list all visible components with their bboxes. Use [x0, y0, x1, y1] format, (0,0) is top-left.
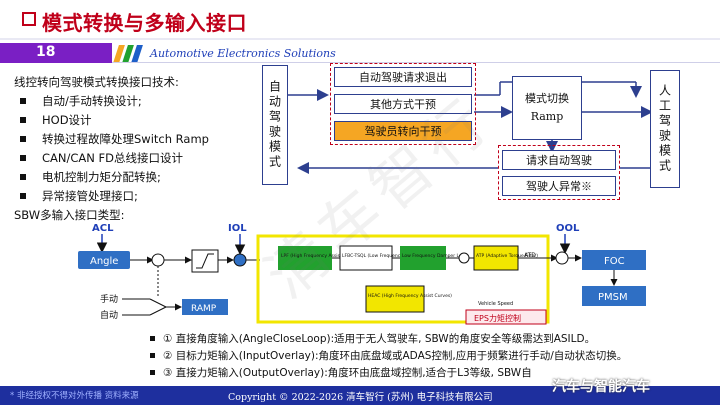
- lfbc-label: LFBC-TSQL (Low Frequency Assist Curve): [342, 253, 434, 259]
- footer-channel-watermark: 汽车与智能汽车: [552, 379, 650, 395]
- heac-label: HEAC (High Frequency Assist Curves): [368, 293, 452, 299]
- pmsm-block: [582, 286, 646, 306]
- mode-switch-box: 模式切换 Ramp: [512, 76, 582, 140]
- bullet-icon: [20, 117, 26, 123]
- list-item: HOD设计: [20, 112, 92, 128]
- foc-block: [582, 250, 646, 270]
- request-group: [498, 145, 620, 200]
- page-title: 模式转换与多输入接口: [42, 11, 247, 35]
- ool-node: [555, 251, 569, 265]
- pmsm-label: PMSM: [598, 292, 628, 303]
- driver-abnormal-box: 驾驶人异常※: [502, 176, 616, 196]
- angle-block: [78, 251, 130, 269]
- intro-heading: 线控转向驾驶模式转换接口技术:: [14, 75, 179, 89]
- brand-tagline: Automotive Electronics Solutions: [150, 47, 336, 60]
- footer-copyright: Copyright © 2022-2026 清车智行 (苏州) 电子科技有限公司: [228, 392, 493, 403]
- footer-bar: * 非经授权不得对外传播 资料来源 Copyright © 2022-2026 …: [0, 379, 720, 405]
- ramp-block: [182, 299, 228, 315]
- iol-node: [233, 253, 247, 267]
- atd-label: ATD: [524, 252, 536, 259]
- bullet-icon: [20, 155, 26, 161]
- driver-intervention-box: 驾驶员转向干预: [334, 121, 472, 141]
- lfbc-block: [339, 245, 393, 271]
- acl-label: ACL: [92, 223, 114, 234]
- vehicle-speed-label: Vehicle Speed: [478, 301, 513, 307]
- iol-label: IOL: [228, 223, 247, 234]
- list-item: 异常接管处理接口;: [20, 188, 138, 204]
- title-bar: 模式转换与多输入接口: [0, 0, 720, 38]
- bullet-icon: [150, 353, 155, 358]
- exit-request-group: [330, 63, 476, 145]
- footer-note: * 非经授权不得对外传播 资料来源: [10, 391, 139, 401]
- eps-frame: [256, 234, 550, 324]
- eps-label-box: [465, 309, 547, 325]
- lfdl-label: Low Frequency Damper Loss: [402, 253, 467, 259]
- foc-label: FOC: [604, 256, 625, 267]
- atp-label: ATP (Adaptive Torque Filter): [476, 253, 538, 259]
- bullet-icon: [20, 98, 26, 104]
- angle-label: Angle: [90, 256, 118, 267]
- lpf-block: [278, 246, 332, 270]
- list-item: 转换过程故障处理Switch Ramp: [20, 131, 209, 147]
- sum-node: [458, 252, 470, 264]
- other-intervention-box: 其他方式干预: [334, 94, 472, 114]
- bullet-icon: [20, 136, 26, 142]
- page-number-block: 18: [0, 43, 112, 63]
- manual-mode-box: 人工驾驶模式: [650, 70, 680, 188]
- bullet-icon: [20, 174, 26, 180]
- ramp-label: RAMP: [191, 304, 217, 314]
- brand-divider: [112, 62, 720, 63]
- list-item: 电机控制力矩分配转换;: [20, 169, 161, 185]
- lfdl-block: [400, 246, 446, 270]
- auto-label: 自动: [100, 309, 118, 321]
- page-number: 18: [36, 44, 56, 60]
- eps-label: EPS力矩控制: [474, 313, 521, 323]
- list-item: 自动/手动转换设计;: [20, 93, 142, 109]
- request-auto-box: 请求自动驾驶: [502, 150, 616, 170]
- heac-block: [365, 285, 425, 313]
- auto-mode-box: 自动驾驶模式: [262, 65, 288, 185]
- manual-label: 手动: [100, 293, 118, 305]
- bullet-icon: [150, 370, 155, 375]
- title-divider: [0, 38, 720, 40]
- sum-node: [151, 253, 165, 267]
- sbw-heading: SBW多输入接口类型:: [14, 208, 125, 222]
- list-item: CAN/CAN FD总线接口设计: [20, 150, 183, 166]
- exit-request-box: 自动驾驶请求退出: [334, 67, 472, 87]
- bullet-icon: [20, 193, 26, 199]
- list-item: ② 目标力矩输入(InputOverlay):角度环由底盘域或ADAS控制,应用…: [150, 348, 627, 363]
- bullet-icon: [150, 336, 155, 341]
- list-item: ① 直接角度输入(AngleCloseLoop):适用于无人驾驶车, SBW的角…: [150, 331, 595, 346]
- lpf-label: LPF (High Frequency Assist Curve): [281, 253, 358, 259]
- title-square-icon: [22, 12, 36, 26]
- ool-label: OOL: [556, 223, 580, 234]
- brand-strip: 18 Automotive Electronics Solutions: [0, 43, 720, 65]
- list-item: ③ 直接力矩输入(OutputOverlay):角度环由底盘域控制,适合于L3等…: [150, 365, 532, 380]
